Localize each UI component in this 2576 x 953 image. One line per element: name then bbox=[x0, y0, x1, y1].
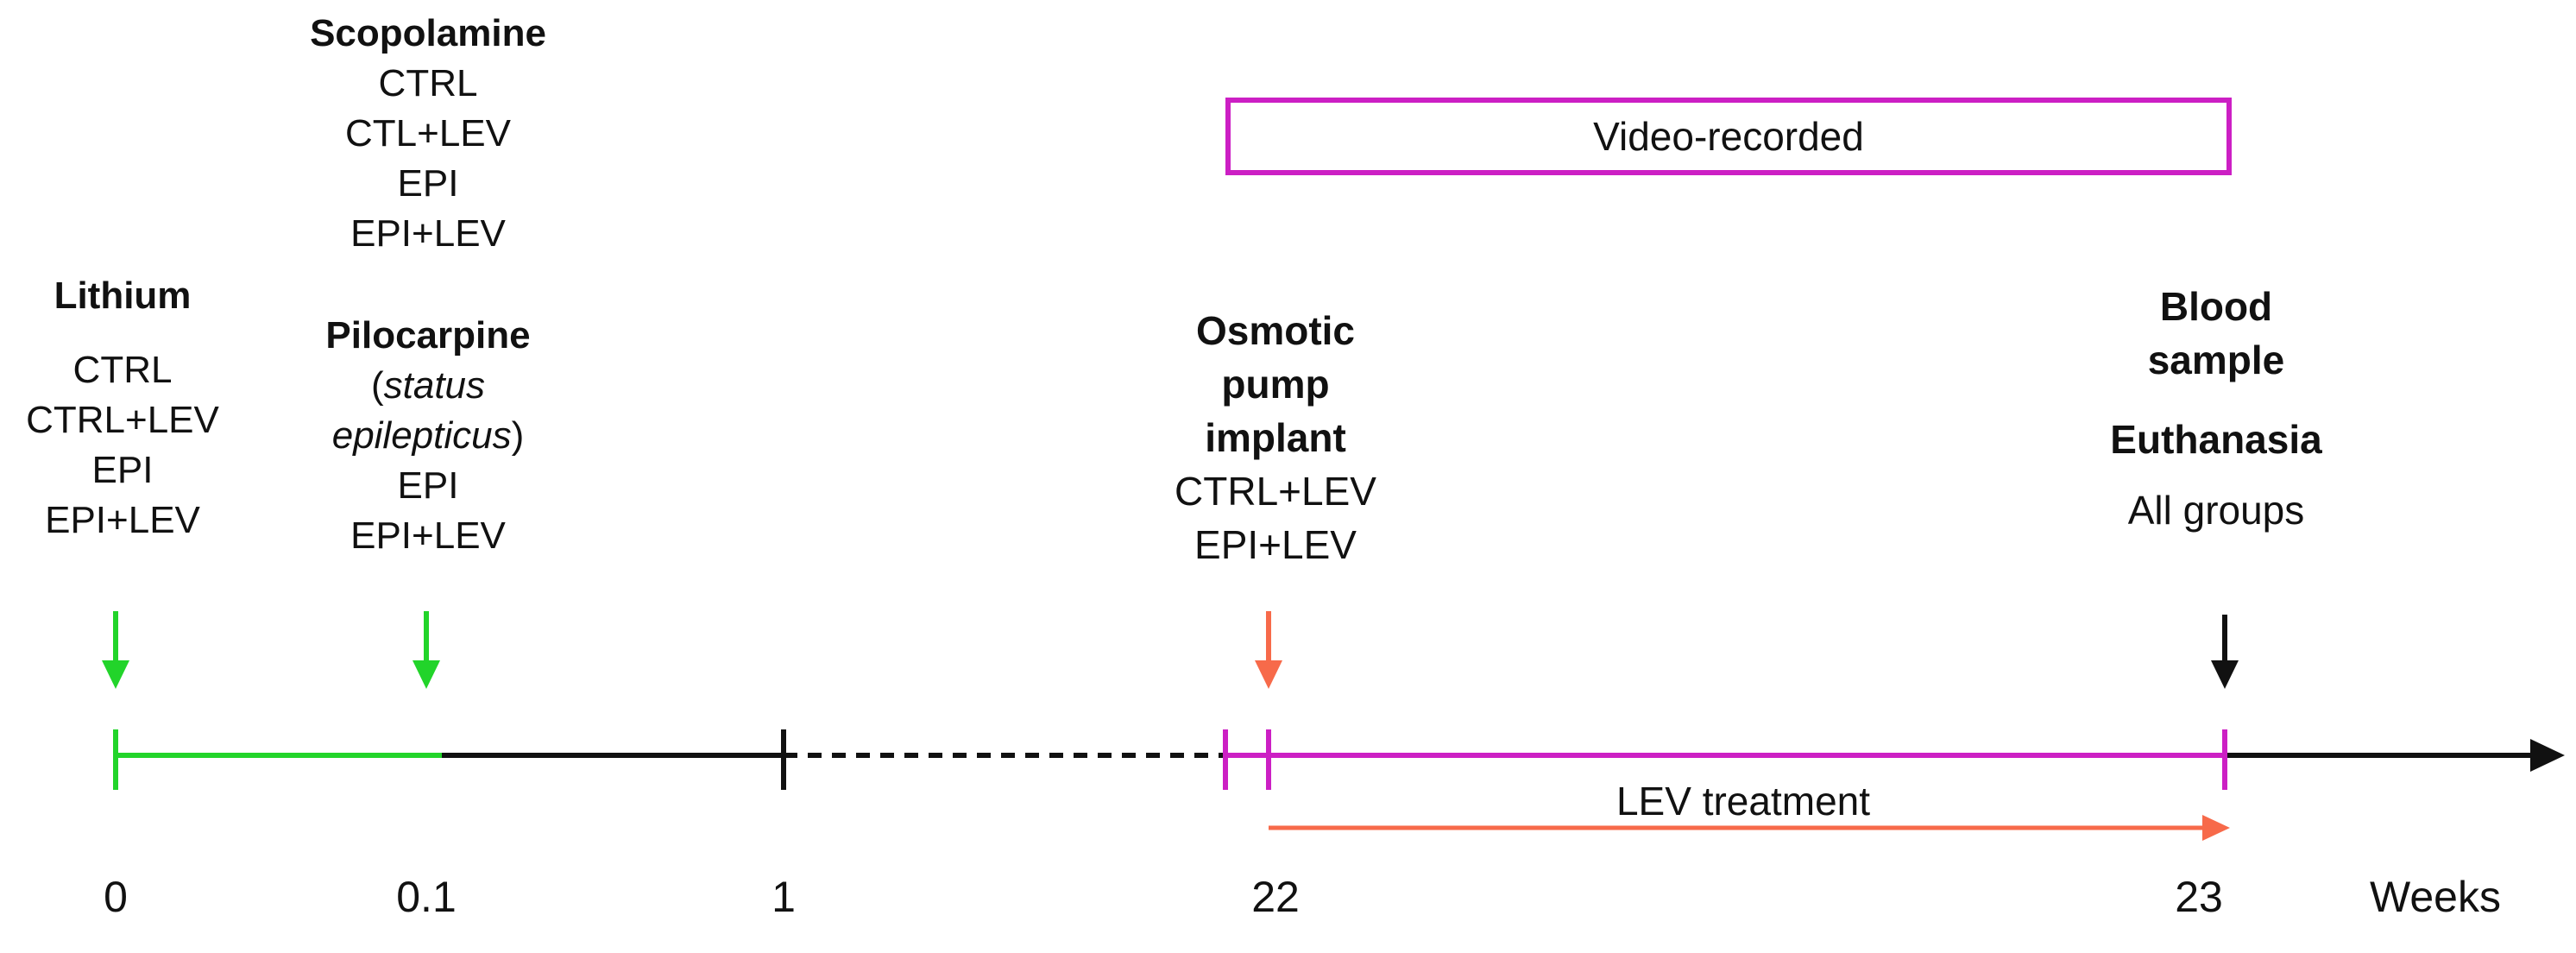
video-recorded-label: Video-recorded bbox=[1593, 114, 1864, 159]
axis-tick-label: 22 bbox=[1251, 873, 1300, 921]
scopolamine-group: CTRL bbox=[378, 62, 478, 104]
end-block: Blood sample Euthanasia All groups bbox=[2110, 280, 2321, 537]
scopolamine-group: EPI bbox=[397, 162, 459, 205]
lithium-group: CTRL bbox=[72, 349, 173, 391]
arrow-lithium bbox=[102, 611, 129, 689]
arrow-pilocarpine bbox=[413, 611, 440, 689]
scopolamine-group: EPI+LEV bbox=[350, 212, 506, 255]
osmotic-pump-title-line: pump bbox=[1221, 362, 1330, 407]
video-recorded-box bbox=[1225, 98, 2232, 175]
paren-close: ) bbox=[511, 414, 525, 457]
lithium-group: CTRL+LEV bbox=[26, 399, 219, 441]
axis-unit-label: Weeks bbox=[2370, 873, 2501, 921]
all-groups-label: All groups bbox=[2127, 488, 2305, 533]
scopolamine-title: Scopolamine bbox=[310, 12, 546, 54]
osmotic-pump-title-line: implant bbox=[1205, 415, 1346, 460]
epilepticus-text: epilepticus bbox=[331, 414, 512, 457]
blood-sample-title-line: sample bbox=[2147, 338, 2285, 382]
scopolamine-group: CTL+LEV bbox=[345, 112, 511, 155]
lithium-block: Lithium CTRL CTRL+LEV EPI EPI+LEV bbox=[26, 271, 219, 546]
status-text: status bbox=[383, 364, 486, 407]
pilocarpine-group: EPI bbox=[397, 464, 459, 507]
euthanasia-title: Euthanasia bbox=[2110, 417, 2322, 462]
lithium-title: Lithium bbox=[54, 275, 192, 317]
osmotic-pump-group: CTRL+LEV bbox=[1175, 469, 1376, 514]
axis-tick-label: 0 bbox=[104, 873, 128, 921]
axis-tick-label: 23 bbox=[2175, 873, 2223, 921]
osmotic-pump-title-line: Osmotic bbox=[1195, 308, 1356, 353]
lithium-group: EPI+LEV bbox=[45, 499, 200, 541]
pilocarpine-subtitle-line1: (status bbox=[325, 361, 530, 411]
lithium-group: EPI bbox=[91, 449, 154, 491]
pilocarpine-subtitle-line2: epilepticus) bbox=[325, 411, 530, 461]
lev-treatment-label: LEV treatment bbox=[1616, 779, 1871, 824]
paren-open: ( bbox=[370, 364, 384, 407]
axis-tick-label: 1 bbox=[772, 873, 796, 921]
pilocarpine-group: EPI+LEV bbox=[350, 514, 506, 557]
lev-treatment-arrow bbox=[1269, 815, 2230, 841]
arrow-euthanasia bbox=[2211, 615, 2239, 689]
scopolamine-block: Scopolamine CTRL CTL+LEV EPI EPI+LEV bbox=[310, 9, 546, 259]
pilocarpine-title: Pilocarpine bbox=[325, 314, 531, 357]
axis-tick-label: 0.1 bbox=[396, 873, 457, 921]
timeline-arrowhead bbox=[2530, 739, 2565, 772]
blood-sample-title-line: Blood bbox=[2159, 284, 2273, 329]
osmotic-pump-group: EPI+LEV bbox=[1194, 522, 1357, 567]
pilocarpine-block: Pilocarpine (status epilepticus) EPI EPI… bbox=[325, 311, 530, 561]
osmotic-pump-block: Osmotic pump implant CTRL+LEV EPI+LEV bbox=[1175, 304, 1376, 571]
arrow-osmotic-pump bbox=[1255, 611, 1282, 689]
